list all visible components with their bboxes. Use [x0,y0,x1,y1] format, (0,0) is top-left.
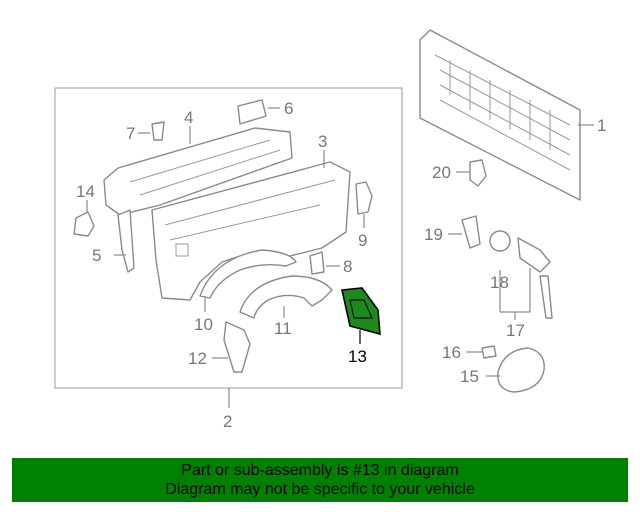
liner-part-11 [239,275,333,319]
inner-side-panel [103,127,293,216]
callout-4: 4 [184,108,193,127]
callout-13: 13 [348,347,367,366]
assembly-box [54,87,403,389]
callout-14: 14 [76,182,95,201]
callout-8: 8 [343,257,352,276]
highlighted-part-13 [341,287,381,336]
info-banner: Part or sub-assembly is #13 in diagram D… [12,458,628,502]
tailgate-part-1 [419,29,581,201]
leader-lines [86,107,594,408]
hinge-part-20 [469,159,487,187]
callout-3: 3 [318,132,327,151]
bolt-part-16 [481,345,497,359]
fuel-door-part-15 [497,347,545,393]
callout-15: 15 [460,367,479,386]
callout-9: 9 [358,231,367,250]
latch-part-19 [461,215,481,249]
corner-post-part-5 [117,209,135,273]
clip-part-7 [151,121,165,141]
callout-11: 11 [274,319,292,338]
callout-12: 12 [188,349,207,368]
parts-diagram: 1 2 3 4 5 6 7 8 9 10 11 12 13 14 15 16 1… [54,29,606,431]
gusset-part-12 [223,321,251,373]
callout-19: 19 [424,225,443,244]
callout-17: 17 [506,321,525,340]
banner-line-1: Part or sub-assembly is #13 in diagram [181,462,459,479]
callout-5: 5 [92,246,101,265]
callout-6: 6 [284,99,293,118]
bracket-part-8 [309,251,325,275]
callout-7: 7 [126,124,135,143]
gasket-part-18 [489,230,511,252]
wheelhouse-part-10 [199,249,297,299]
callout-18: 18 [490,273,509,292]
callout-16: 16 [442,343,461,362]
key [539,275,553,319]
clip-part-6 [237,99,267,125]
banner-line-2: Diagram may not be specific to your vehi… [165,481,475,498]
hinge-part-9 [355,181,373,215]
bracket-part-14 [73,211,95,237]
callout-1: 1 [597,116,606,135]
callout-2: 2 [223,412,232,431]
callout-20: 20 [432,163,451,182]
lock-cylinder [517,237,551,273]
callout-10: 10 [194,315,213,334]
